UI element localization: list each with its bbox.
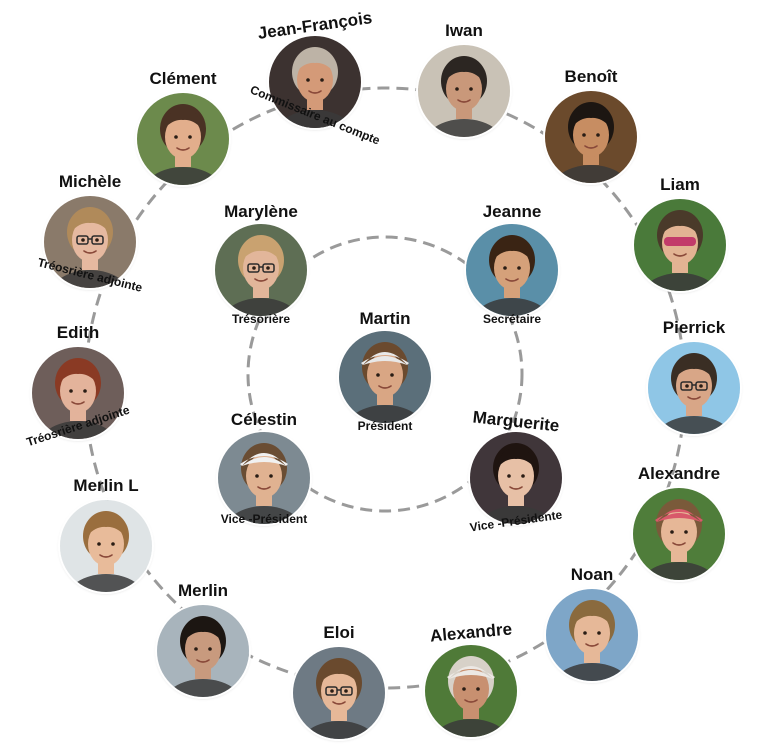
avatar xyxy=(634,199,726,291)
member-name: Célestin xyxy=(230,410,298,429)
avatar xyxy=(418,45,510,137)
member-name: Iwan xyxy=(445,21,483,40)
avatar xyxy=(60,500,152,592)
member-role: Président xyxy=(357,419,413,433)
member-jean-francois: Jean-François Commissaire au compte xyxy=(248,8,382,147)
member-pierrick: Pierrick xyxy=(648,318,740,434)
member-eloi: Eloi xyxy=(293,623,385,739)
portrait-image xyxy=(157,605,249,697)
portrait-image xyxy=(215,224,307,316)
portrait-image xyxy=(137,93,229,185)
avatar xyxy=(215,224,307,316)
portrait-image xyxy=(470,432,562,524)
portrait-image xyxy=(634,199,726,291)
member-clement: Clément xyxy=(137,69,229,185)
member-merlin-l: Merlin L xyxy=(60,476,152,592)
member-name: Pierrick xyxy=(662,318,726,337)
member-name: Marylène xyxy=(224,202,298,221)
avatar xyxy=(546,589,638,681)
avatar xyxy=(269,36,361,128)
portrait-image xyxy=(425,645,517,737)
member-celestin: Célestin Vice -Président xyxy=(218,410,310,526)
member-merlin: Merlin xyxy=(157,581,249,697)
avatar xyxy=(218,432,310,524)
portrait-image xyxy=(546,589,638,681)
member-name: Alexandre xyxy=(637,464,721,483)
member-name: Martin xyxy=(359,309,411,328)
member-name: Merlin xyxy=(177,581,229,600)
member-name: Michèle xyxy=(58,172,122,191)
member-michele: Michèle Tréosrière adjointe xyxy=(36,172,144,295)
member-alexandre-2: Alexandre xyxy=(425,619,517,737)
avatar xyxy=(466,224,558,316)
avatar xyxy=(32,347,124,439)
member-jeanne: Jeanne Secrétaire xyxy=(466,202,558,326)
member-name: Edith xyxy=(56,323,100,342)
portrait-image xyxy=(339,331,431,423)
member-name: Liam xyxy=(660,175,700,194)
member-name: Benoît xyxy=(564,67,618,86)
member-martin: Martin Président xyxy=(339,309,431,433)
member-name: Merlin L xyxy=(73,476,139,495)
avatar xyxy=(339,331,431,423)
portrait-image xyxy=(545,91,637,183)
avatar xyxy=(633,488,725,580)
portrait-image xyxy=(60,500,152,592)
portrait-image xyxy=(218,432,310,524)
portrait-image xyxy=(466,224,558,316)
member-marguerite: Marguerite Vice -Présidente xyxy=(469,408,563,535)
member-name: Noan xyxy=(570,565,614,584)
member-role: Trésorière xyxy=(231,312,291,326)
member-noan: Noan xyxy=(546,565,638,681)
avatar xyxy=(545,91,637,183)
member-alexandre-1: Alexandre xyxy=(633,464,725,580)
portrait-image xyxy=(418,45,510,137)
member-benoit: Benoît xyxy=(545,67,637,183)
avatar xyxy=(137,93,229,185)
portrait-image xyxy=(269,36,361,128)
portrait-image xyxy=(648,342,740,434)
avatar xyxy=(648,342,740,434)
member-name: Eloi xyxy=(323,623,355,642)
member-iwan: Iwan xyxy=(418,21,510,137)
member-role: Vice -Président xyxy=(220,512,308,526)
avatar xyxy=(157,605,249,697)
member-name: Jeanne xyxy=(482,202,542,221)
avatar xyxy=(293,647,385,739)
avatar xyxy=(425,645,517,737)
portrait-image xyxy=(633,488,725,580)
inner-ring-line xyxy=(246,235,524,513)
member-liam: Liam xyxy=(634,175,726,291)
portrait-image xyxy=(293,647,385,739)
avatar xyxy=(44,196,136,288)
member-marylene: Marylène Trésorière xyxy=(215,202,307,326)
portrait-image xyxy=(32,347,124,439)
member-edith: Edith Tréosrière adjointe xyxy=(25,323,131,449)
portrait-image xyxy=(44,196,136,288)
avatar xyxy=(470,432,562,524)
member-role: Secrétaire xyxy=(482,312,542,326)
member-name: Clément xyxy=(149,69,217,88)
